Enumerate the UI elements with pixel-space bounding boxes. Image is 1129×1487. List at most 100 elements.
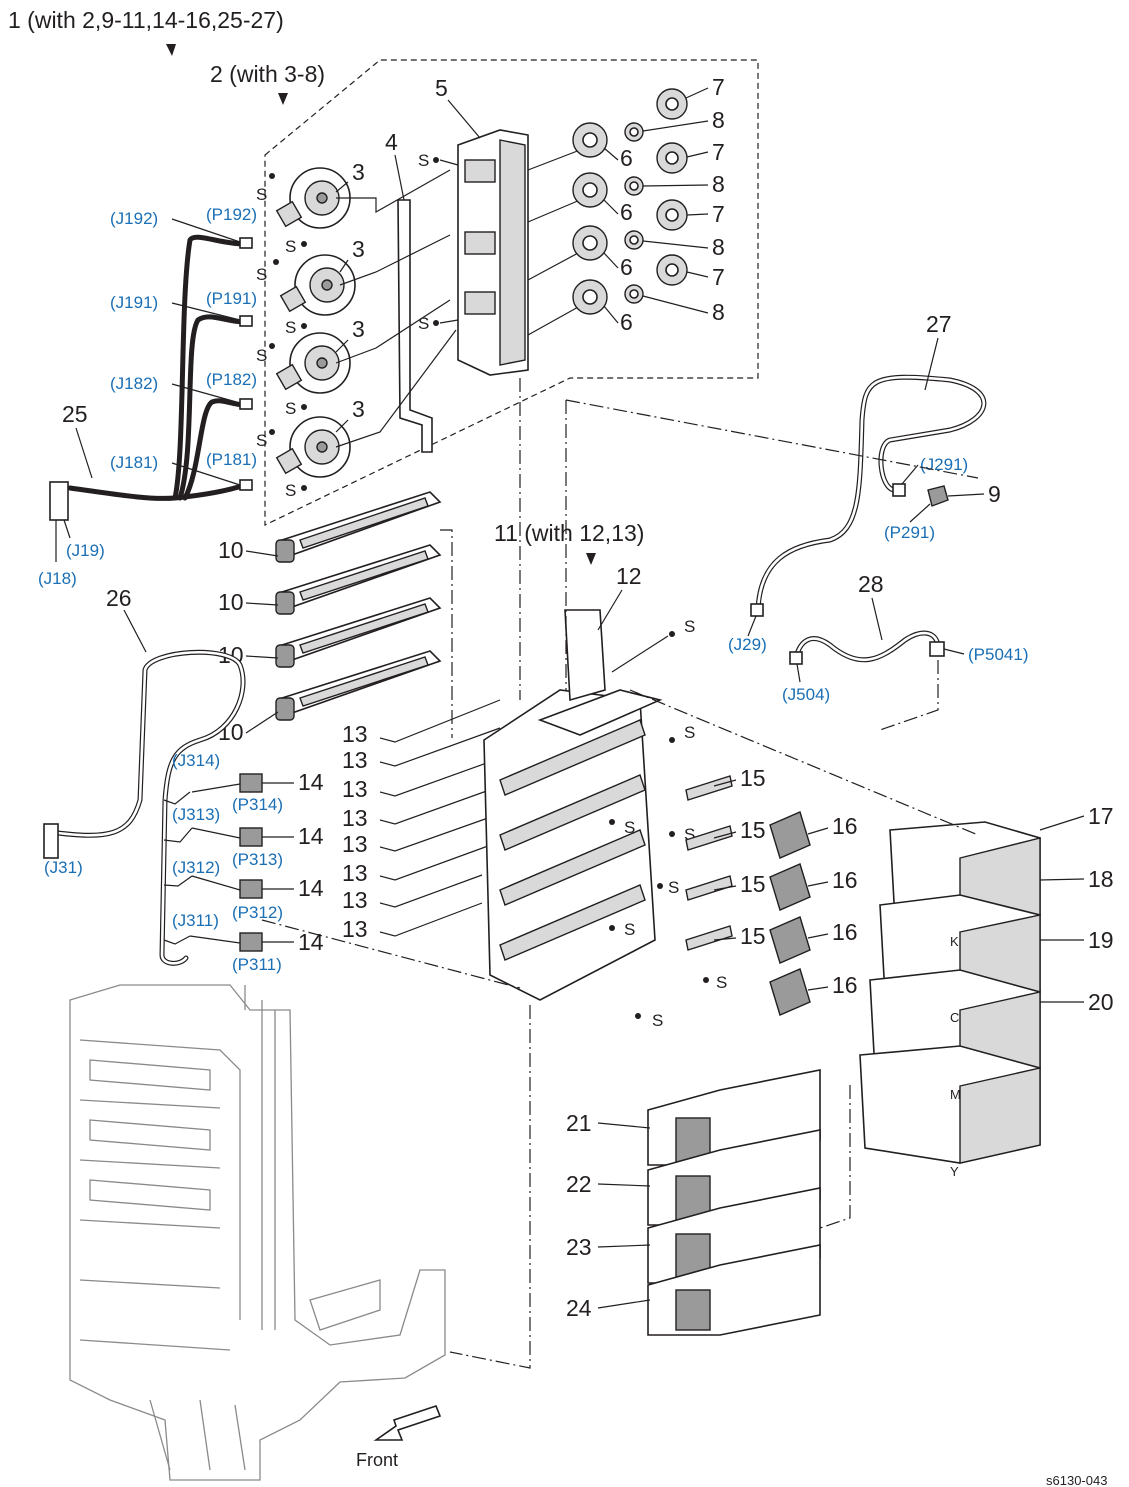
connector-label-p291: (P291) <box>884 523 935 542</box>
toner-sensor-2 <box>239 827 263 847</box>
screw-label: S <box>684 617 695 636</box>
holder-screws <box>609 737 709 1019</box>
connector-j19-j18 <box>49 481 69 521</box>
connector-label-j191: (J191) <box>110 293 158 312</box>
gear-row-3 <box>527 199 688 281</box>
color-letter-k: K <box>950 934 959 949</box>
connector-label-p182: (P182) <box>206 370 257 389</box>
color-letter-m: M <box>950 1087 961 1102</box>
toner-sensor-4 <box>239 932 263 952</box>
callout-12: 12 <box>616 563 642 589</box>
connector-label-p311: (P311) <box>232 955 282 974</box>
callout-16: 16 <box>832 919 858 945</box>
callout-7: 7 <box>712 139 725 165</box>
drive-motor-1 <box>275 167 351 229</box>
callout-7: 7 <box>712 201 725 227</box>
callout-27: 27 <box>926 311 952 337</box>
agitator-unit-3 <box>275 597 442 668</box>
screw-label: S <box>418 151 429 170</box>
front-label: Front <box>356 1450 398 1470</box>
callout-13: 13 <box>342 916 368 942</box>
callout-19: 19 <box>1088 927 1114 953</box>
callout-25: 25 <box>62 401 88 427</box>
connector-label-j29: (J29) <box>728 635 767 654</box>
screw-label: S <box>652 1011 663 1030</box>
printer-frame <box>69 984 446 1481</box>
callout-14: 14 <box>298 769 324 795</box>
connector-label-p312: (P312) <box>232 903 283 922</box>
callout-15: 15 <box>740 765 766 791</box>
connector-label-p181: (P181) <box>206 450 257 469</box>
color-letter-c: C <box>950 1010 959 1025</box>
screw-label: S <box>418 314 429 333</box>
connector-j182 <box>239 398 253 410</box>
connector-label-j182: (J182) <box>110 374 158 393</box>
callout-23: 23 <box>566 1234 592 1260</box>
gear-row-4 <box>527 254 688 336</box>
connector-label-j31: (J31) <box>44 858 83 877</box>
callout-22: 22 <box>566 1171 592 1197</box>
connector-label-j19: (J19) <box>66 541 105 560</box>
drive-motor-4 <box>275 416 351 478</box>
interlock-switch <box>927 485 949 507</box>
callout-6: 6 <box>620 309 633 335</box>
screw-label: S <box>716 973 727 992</box>
connector-label-j312: (J312) <box>172 858 220 877</box>
screw-label: S <box>285 318 296 337</box>
screw-label: S <box>624 920 635 939</box>
callout-6: 6 <box>620 145 633 171</box>
callout-8: 8 <box>712 107 725 133</box>
callout-13: 13 <box>342 860 368 886</box>
connector-label-p191: (P191) <box>206 289 257 308</box>
connector-label-p314: (P314) <box>232 795 283 814</box>
harness-25 <box>67 482 248 501</box>
connector-j181 <box>239 479 253 491</box>
screw-label: S <box>256 346 267 365</box>
screw-label: S <box>684 723 695 742</box>
harness-28 <box>793 630 941 663</box>
callout-13: 13 <box>342 776 368 802</box>
callout-3: 3 <box>352 159 365 185</box>
callout-16: 16 <box>832 867 858 893</box>
callout-8: 8 <box>712 234 725 260</box>
screw-label: S <box>624 818 635 837</box>
motor-screws <box>269 173 307 491</box>
connector-j504 <box>789 651 803 665</box>
motor-bracket <box>397 199 433 453</box>
callout-28: 28 <box>858 571 884 597</box>
connector-j291 <box>892 483 906 497</box>
callout-20: 20 <box>1088 989 1114 1015</box>
callout-15: 15 <box>740 923 766 949</box>
connector-label-j192: (J192) <box>110 209 158 228</box>
spring-15-set <box>685 775 733 951</box>
callout-24: 24 <box>566 1295 592 1321</box>
callout-17: 17 <box>1088 803 1114 829</box>
drive-motor-3 <box>275 332 351 394</box>
alignment-lines <box>261 378 979 1369</box>
callout-6: 6 <box>620 254 633 280</box>
screw-label: S <box>285 399 296 418</box>
pointer-arrow-main <box>166 44 176 56</box>
figure-reference: s6130-043 <box>1046 1473 1107 1487</box>
agitator-unit-1 <box>275 491 442 563</box>
connector-p5041 <box>929 641 945 657</box>
callout-15: 15 <box>740 871 766 897</box>
callout-3: 3 <box>352 316 365 342</box>
callout-13: 13 <box>342 805 368 831</box>
callout-10: 10 <box>218 719 244 745</box>
toner-cartridge-24 <box>647 1244 821 1336</box>
callout-18: 18 <box>1088 866 1114 892</box>
callout-3: 3 <box>352 396 365 422</box>
cartridge-guide-20 <box>859 1045 1041 1164</box>
callout-13: 13 <box>342 887 368 913</box>
screw-label: S <box>684 825 695 844</box>
pointer-arrow-motor <box>278 93 288 105</box>
screw-label: S <box>285 237 296 256</box>
screw-label: S <box>668 878 679 897</box>
holder-cover <box>564 609 606 702</box>
toner-sensor-3 <box>239 879 263 899</box>
callout-5: 5 <box>435 75 448 101</box>
toner-sensor-1 <box>239 773 263 793</box>
shutter-16-set <box>769 811 811 1016</box>
